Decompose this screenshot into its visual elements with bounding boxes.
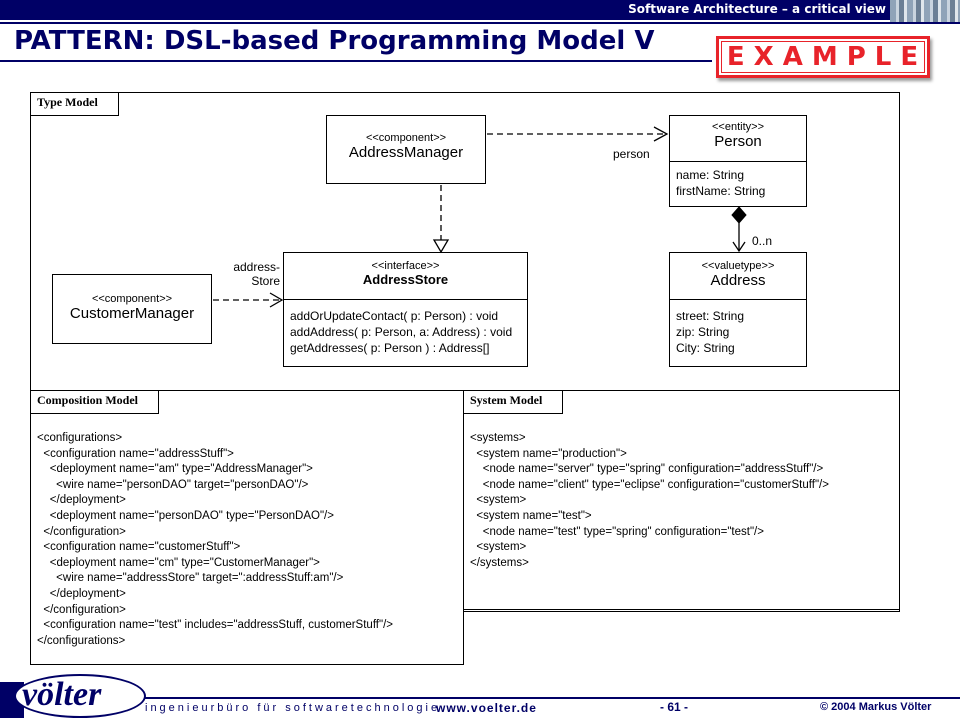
slide-header: Software Architecture – a critical view … (0, 0, 960, 62)
code-line: </configuration> (37, 603, 126, 616)
code-line: <node name="client" type="eclipse" confi… (470, 478, 829, 491)
multiplicity-label: 0..n (752, 234, 773, 248)
code-line: <configuration name="addressStuff"> (37, 447, 234, 460)
person-stereotype: <<entity>> (712, 121, 764, 133)
person-name: Person (714, 133, 762, 150)
address-store-operations: addOrUpdateContact( p: Person) : void ad… (284, 299, 527, 360)
composition-model-tab: Composition Model (30, 390, 160, 414)
address-store-role-line: Store (251, 274, 280, 288)
code-line: </deployment> (37, 494, 126, 507)
header-rule (0, 22, 960, 24)
code-line: <system name="production"> (470, 447, 627, 460)
code-line: <system name="test"> (470, 509, 592, 522)
footer-website-link[interactable]: www.voelter.de (436, 701, 537, 715)
address-attribute: City: String (676, 341, 735, 355)
address-manager-name: AddressManager (348, 144, 464, 161)
footer-copyright: © 2004 Markus Völter (820, 701, 932, 713)
address-manager-stereotype: <<component>> (365, 132, 447, 144)
address-class: <<valuetype>> Address street: String zip… (669, 252, 807, 367)
code-line: <configurations> (37, 432, 123, 444)
customer-manager-class: <<component>> CustomerManager (52, 274, 212, 344)
code-line: <wire name="addressStore" target=":addre… (37, 572, 344, 585)
system-model-tab: System Model (463, 390, 564, 414)
code-line: <deployment name="am" type="AddressManag… (37, 463, 313, 476)
address-store-name: AddressStore (362, 272, 449, 287)
footer-rule (140, 697, 960, 699)
logo-text: völter (22, 676, 102, 713)
code-line: <node name="test" type="spring" configur… (470, 525, 764, 538)
code-line: <configuration name="test" includes="add… (37, 619, 393, 632)
address-store-operation: addAddress( p: Person, a: Address) : voi… (290, 325, 513, 339)
code-line: <system> (470, 494, 527, 507)
code-line: <wire name="personDAO" target="personDAO… (37, 478, 309, 491)
address-attributes: street: String zip: String City: String (670, 299, 806, 360)
header-building-image (890, 0, 960, 22)
code-line: </configuration> (37, 525, 126, 538)
code-line: <deployment name="cm" type="CustomerMana… (37, 556, 320, 569)
composition-model-code: <configurations> <configuration name="ad… (37, 431, 393, 649)
person-attribute: firstName: String (676, 184, 766, 198)
code-line: <deployment name="personDAO" type="Perso… (37, 509, 334, 522)
example-stamp: EXAMPLE (716, 36, 930, 78)
address-store-operation: addOrUpdateContact( p: Person) : void (290, 309, 499, 323)
address-stereotype: <<valuetype>> (701, 260, 775, 272)
address-store-interface: <<interface>> AddressStore addOrUpdateCo… (283, 252, 528, 367)
customer-manager-name: CustomerManager (69, 305, 195, 322)
composition-model-frame: Composition Model <configurations> <conf… (30, 390, 464, 665)
type-model-tab: Type Model (30, 92, 119, 116)
address-attribute: street: String (676, 309, 745, 323)
code-line: </deployment> (37, 587, 126, 600)
customer-manager-stereotype: <<component>> (91, 293, 173, 305)
header-bar (0, 0, 890, 20)
person-class: <<entity>> Person name: String firstName… (669, 115, 807, 207)
address-store-operation: getAddresses( p: Person ) : Address[] (290, 341, 490, 355)
page-title: PATTERN: DSL-based Programming Model V (14, 26, 655, 56)
address-attribute: zip: String (676, 325, 730, 339)
footer-tagline: ingenieurbüro für softwaretechnologie (145, 702, 441, 714)
address-store-role-line: address- (233, 260, 280, 274)
code-line: <node name="server" type="spring" config… (470, 463, 824, 476)
address-name: Address (710, 272, 766, 289)
code-line: <configuration name="customerStuff"> (37, 541, 241, 554)
person-role-label: person (613, 147, 650, 161)
person-attributes: name: String firstName: String (670, 161, 806, 203)
title-rule (0, 60, 712, 62)
system-model-code: <systems> <system name="production"> <no… (470, 431, 829, 571)
address-manager-class: <<component>> AddressManager (326, 115, 486, 184)
header-topic: Software Architecture – a critical view (628, 2, 886, 16)
code-line: <system> (470, 541, 527, 554)
code-line: </systems> (470, 556, 529, 569)
system-model-frame: System Model <systems> <system name="pro… (463, 390, 900, 610)
page-number: - 61 - (660, 700, 689, 714)
address-store-stereotype: <<interface>> (371, 260, 440, 272)
person-attribute: name: String (676, 168, 745, 182)
address-store-role-label: address- Store (232, 260, 280, 288)
voelter-logo: völter (0, 672, 150, 720)
code-line: <systems> (470, 432, 526, 444)
code-line: </configurations> (37, 634, 126, 647)
